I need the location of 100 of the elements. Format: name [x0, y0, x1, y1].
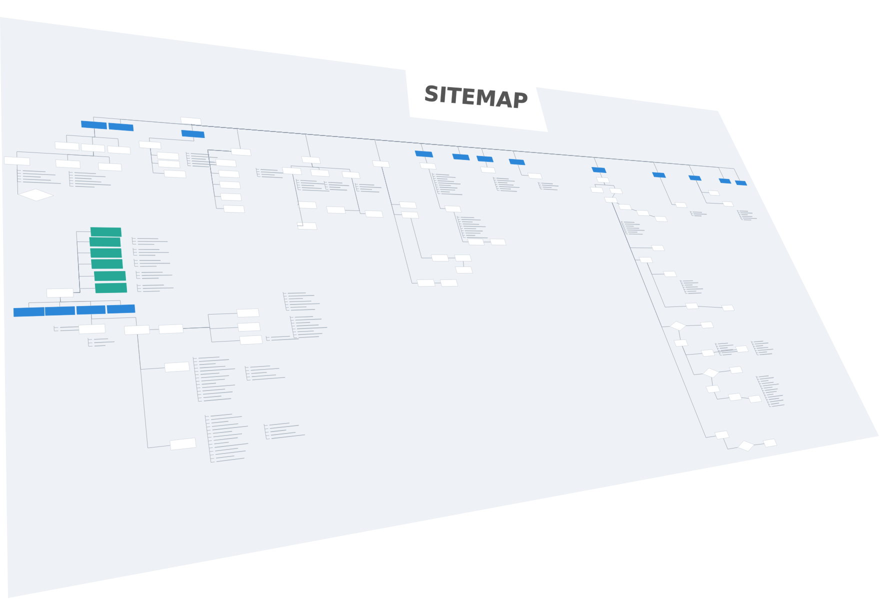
page-box — [638, 257, 654, 263]
page-box — [596, 176, 610, 184]
section-box — [592, 167, 606, 173]
connector-line — [646, 262, 686, 308]
page-box — [78, 324, 106, 334]
page-box — [416, 279, 436, 287]
page-box — [490, 238, 506, 246]
connector-line — [649, 214, 655, 218]
page-box — [700, 349, 716, 357]
connector-line — [73, 288, 96, 293]
page-box — [236, 308, 260, 318]
connector-line — [137, 334, 170, 448]
section-box — [94, 282, 128, 294]
connector-line — [616, 202, 620, 204]
page-box — [618, 204, 632, 210]
connector-line — [518, 164, 529, 176]
page-box — [728, 366, 744, 374]
page-box — [609, 188, 623, 194]
connector-line — [754, 444, 764, 446]
connector-line — [207, 150, 232, 209]
connector-line — [711, 377, 713, 386]
section-box — [108, 122, 134, 132]
connector-line — [454, 212, 469, 242]
connector-line — [120, 119, 192, 126]
page-box — [218, 170, 240, 178]
connector-line — [686, 325, 702, 326]
page-box — [762, 438, 778, 448]
page-box — [230, 148, 252, 156]
connector-line — [604, 182, 616, 189]
connector-line — [434, 282, 441, 284]
page-box — [651, 245, 665, 251]
page-box — [342, 171, 360, 179]
page-box — [46, 288, 74, 298]
connector-line — [292, 174, 304, 226]
connector-line — [311, 162, 350, 172]
page-box — [527, 172, 543, 180]
page-box — [81, 144, 106, 152]
page-box — [239, 335, 263, 345]
page-box — [158, 160, 180, 168]
connector-line — [428, 168, 446, 209]
page-box — [107, 146, 131, 154]
page-box — [674, 202, 688, 208]
page-box — [684, 302, 700, 310]
connector-line — [149, 329, 160, 330]
page-box — [480, 166, 496, 174]
page-box — [748, 394, 762, 403]
decision-diamond — [670, 321, 686, 331]
page-box — [170, 438, 196, 450]
section-box — [414, 150, 434, 158]
connector-line — [410, 218, 432, 258]
page-box — [156, 152, 180, 160]
connector-line — [631, 209, 637, 212]
section-box — [181, 130, 205, 138]
connector-line — [741, 397, 749, 399]
connector-line — [723, 438, 738, 450]
section-box — [89, 237, 121, 247]
section-box — [476, 156, 494, 162]
page-box — [721, 304, 735, 312]
connector-line — [682, 346, 703, 375]
connector-line — [16, 164, 18, 195]
page-box — [444, 206, 462, 212]
connector-line — [696, 180, 724, 204]
connector-line — [60, 297, 121, 306]
page-box — [674, 339, 688, 347]
page-box — [706, 384, 720, 394]
title-banner: SITEMAP — [405, 66, 548, 132]
section-box — [81, 120, 107, 130]
page-box — [326, 206, 346, 214]
page-box — [430, 254, 450, 262]
connector-line — [91, 314, 137, 326]
connector-line — [718, 370, 731, 372]
page-box — [98, 162, 122, 172]
page-box — [219, 181, 241, 189]
page-box — [722, 201, 734, 207]
connector-line — [600, 172, 602, 178]
page-box — [714, 430, 730, 440]
page-box — [180, 116, 202, 126]
connector-line — [67, 151, 94, 160]
connector-line — [382, 166, 418, 284]
page-box — [735, 345, 749, 353]
connector-line — [352, 178, 366, 214]
section-box — [76, 305, 106, 315]
page-box — [467, 238, 485, 246]
page-box — [372, 160, 390, 168]
connector-line — [678, 330, 681, 340]
connector-line — [182, 327, 240, 342]
section-box — [90, 248, 122, 258]
page-box — [310, 169, 330, 177]
connector-line — [612, 193, 615, 198]
connector-line — [714, 349, 737, 353]
connector-line — [191, 124, 193, 132]
page-box — [296, 222, 318, 230]
connector-line — [594, 182, 606, 188]
connector-line — [714, 392, 730, 400]
connector-line — [149, 136, 194, 142]
page-box — [164, 362, 190, 372]
page-box — [419, 162, 437, 170]
connector-line — [463, 261, 464, 267]
decision-diamond — [738, 440, 754, 452]
connector-line — [150, 148, 164, 174]
